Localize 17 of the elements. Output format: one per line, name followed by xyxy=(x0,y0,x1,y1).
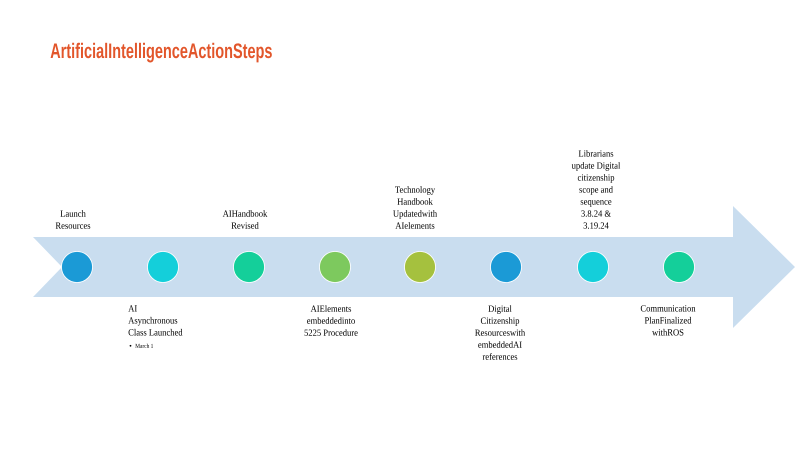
timeline-dot xyxy=(61,251,93,283)
timeline-dot xyxy=(319,251,351,283)
step-label: Technology Handbook Updatedwith AIelements xyxy=(393,186,437,229)
timeline-dot xyxy=(404,251,436,283)
step-label: Communication PlanFinalized withROS xyxy=(640,305,696,336)
timeline-dot xyxy=(490,251,522,283)
step-label: AI Asynchronous Class Launched xyxy=(128,305,182,336)
step-label: Launch Resources xyxy=(56,210,90,229)
timeline-dot xyxy=(577,251,609,283)
timeline-dot xyxy=(663,251,695,283)
timeline-dot xyxy=(233,251,265,283)
step-label: AIElements embeddedinto 5225 Procedure xyxy=(304,305,358,336)
timeline-dot xyxy=(147,251,179,283)
title: ArtificialIntelligenceActionSteps xyxy=(50,42,272,62)
step-label: Digital Citizenship Resourceswith embeddedAI references xyxy=(475,305,526,360)
step-label: AIHandbook Revised xyxy=(222,210,268,229)
step-label: Librarians update Digital citizenship scope and sequence 3.8.24 & 3.19.24 xyxy=(572,150,620,229)
